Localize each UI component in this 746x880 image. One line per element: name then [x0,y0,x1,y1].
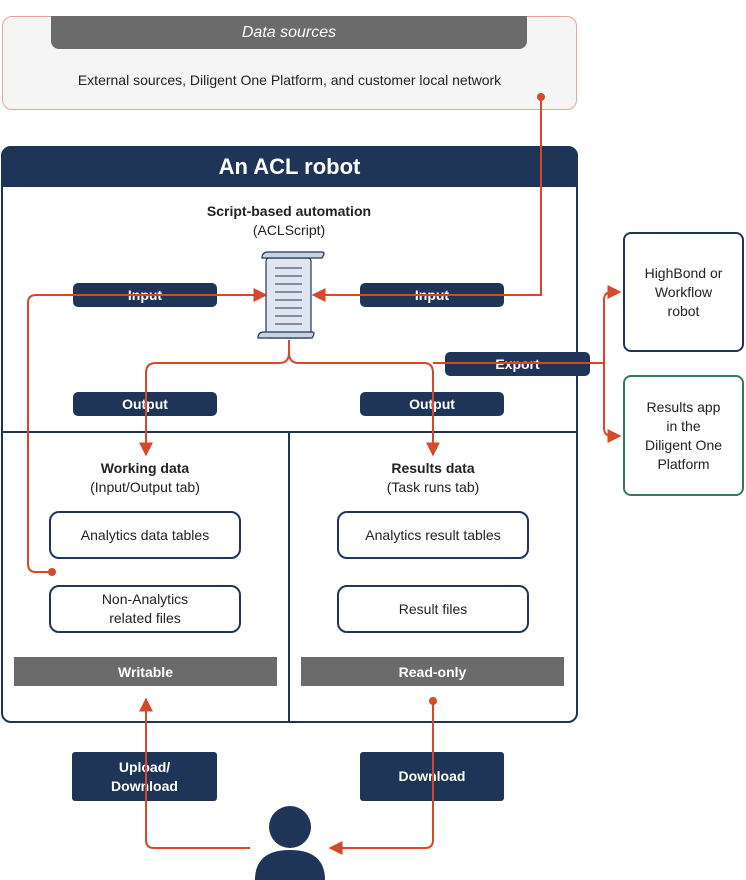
read-only-dot [429,697,437,705]
results-app-line4: Platform [657,455,710,472]
results-app-card: Results app in the Diligent One Platform [623,375,744,496]
results-app-line2: in the [666,417,701,434]
data-sources-description: External sources, Diligent One Platform,… [77,72,502,88]
upload-download-button: Upload/ Download [72,752,217,801]
script-section-label: Script-based automation (ACLScript) [150,202,428,240]
arrow-working-to-script [27,288,268,573]
user-icon [255,806,325,880]
read-only-bar: Read-only [301,657,564,686]
result-files-card: Result files [337,585,529,633]
results-app-line3: Diligent One [644,436,723,453]
analytics-data-tables-card: Analytics data tables [49,511,241,559]
upload-line2: Download [111,777,178,794]
results-title: Results data [391,460,475,476]
arrow-download-to-user [328,701,434,855]
robot-divider-vertical [288,432,290,722]
script-subtitle: (ACLScript) [252,222,326,238]
script-scroll-icon [257,251,325,339]
analytics-result-tables-card: Analytics result tables [337,511,529,559]
highbond-robot-card: HighBond or Workflow robot [623,232,744,352]
non-analytics-line1: Non-Analytics [101,591,189,607]
working-title: Working data [100,460,190,476]
writable-bar: Writable [14,657,277,686]
results-app-line1: Results app [646,398,721,415]
working-dot [48,568,56,576]
results-data-label: Results data (Task runs tab) [318,459,548,497]
upload-line1: Upload/ [118,758,171,775]
arrow-script-to-results [288,352,440,457]
robot-title: An ACL robot [1,146,578,187]
arrow-script-to-working [139,340,290,457]
working-subtitle: (Input/Output tab) [90,479,200,495]
non-analytics-files-card: Non-Analytics related files [49,585,241,633]
source-dot [537,93,545,101]
highbond-line2: Workflow [654,283,713,300]
working-data-label: Working data (Input/Output tab) [30,459,260,497]
arrow-user-upload [139,697,250,849]
non-analytics-line2: related files [109,610,181,626]
arrow-export-to-highbond [603,285,622,363]
results-subtitle: (Task runs tab) [386,479,480,495]
script-title: Script-based automation [206,203,372,219]
arrow-export-to-results-app [603,363,622,443]
data-sources-title: Data sources [51,16,527,49]
highbond-line1: HighBond or [644,264,723,281]
arrow-source-to-script [311,97,542,302]
highbond-line3: robot [667,302,700,319]
